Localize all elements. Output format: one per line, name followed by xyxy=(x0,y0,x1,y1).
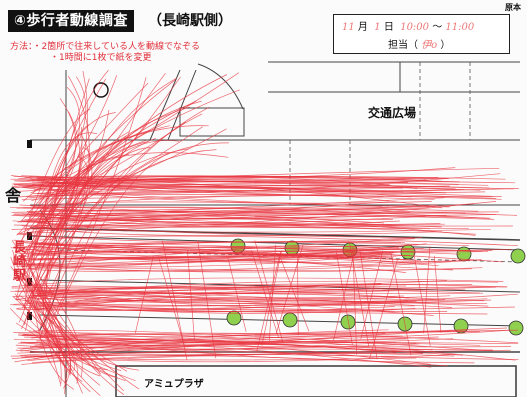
month-label: 月 xyxy=(357,22,368,33)
method-line-1: ・2箇所で往来している人を動線でなぞる xyxy=(32,42,200,52)
survey-location: （長崎駅側） xyxy=(148,13,232,29)
method-line-2: ・1時間に1枚で紙を変更 xyxy=(50,53,152,63)
method-notes: 方法：・2箇所で往来している人を動線でなぞる ・1時間に1枚で紙を変更 xyxy=(10,42,200,64)
nagasaki-station-label: 長崎駅 xyxy=(10,240,25,282)
survey-title: ④歩行者動線調査 xyxy=(8,10,134,32)
end-time: 11:00 xyxy=(445,22,475,33)
original-stamp: 原本 xyxy=(505,3,521,12)
person-value: 伊o xyxy=(421,40,438,51)
time-separator: 〜 xyxy=(432,22,443,33)
transit-plaza-label: 交通広場 xyxy=(368,106,417,120)
pedestrian-trace-lines xyxy=(10,69,519,397)
person-close: ） xyxy=(440,40,451,51)
method-label: 方法： xyxy=(10,42,33,52)
month-value: 11 xyxy=(342,22,355,33)
amu-plaza-label: アミュプラザ xyxy=(144,379,204,390)
person-label: 担当（ xyxy=(388,40,418,51)
person-row: 担当（ 伊o ） xyxy=(388,36,450,51)
station-building-label: 舎 xyxy=(5,186,22,205)
date-time-row: 11 月 1 日 10:00 〜 11:00 xyxy=(342,18,474,33)
day-label: 日 xyxy=(383,22,394,33)
time-entry-box: 11 月 1 日 10:00 〜 11:00 担当（ 伊o ） xyxy=(333,14,510,54)
start-time: 10:00 xyxy=(400,22,430,33)
day-value: 1 xyxy=(374,22,381,33)
